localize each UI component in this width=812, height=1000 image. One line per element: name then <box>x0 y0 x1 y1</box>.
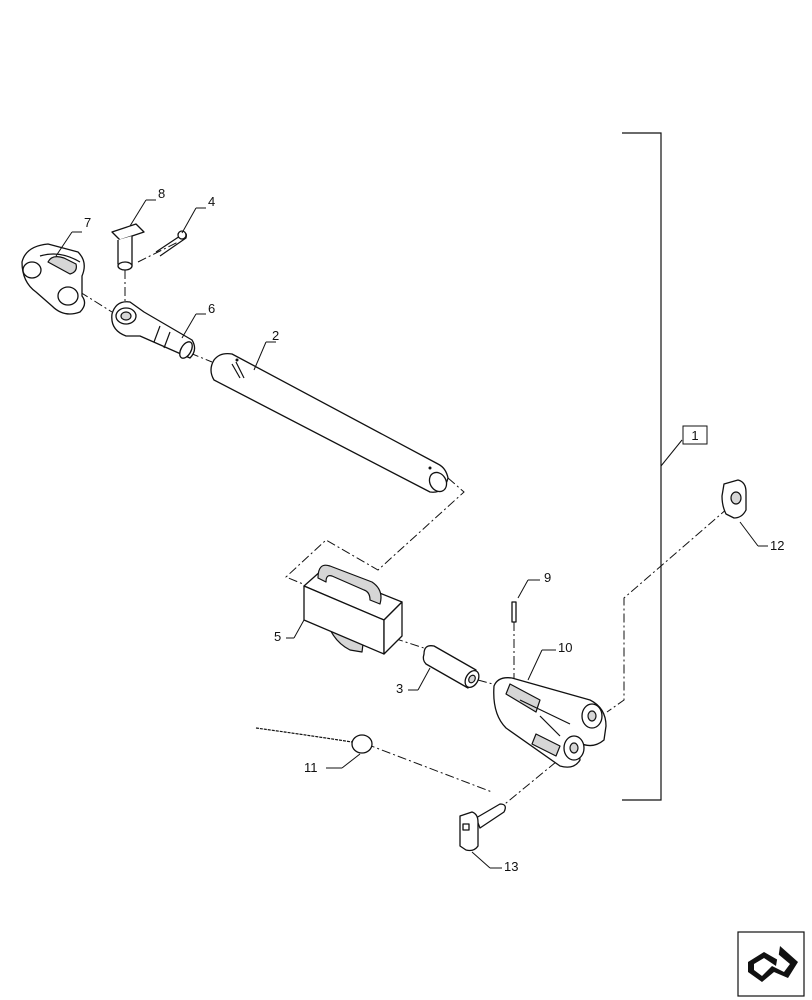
callout-labels: 7 8 4 6 2 5 3 9 10 11 12 13 <box>84 186 784 874</box>
callout-9: 9 <box>544 570 551 585</box>
part-3-sleeve <box>422 645 480 689</box>
centerlines <box>79 241 729 809</box>
part-2-tube <box>210 352 449 493</box>
callout-5: 5 <box>274 629 281 644</box>
part-4-cotter-pin <box>155 230 187 257</box>
part-13-lynch-pin <box>459 803 506 852</box>
callout-12: 12 <box>770 538 784 553</box>
callout-8: 8 <box>158 186 165 201</box>
callout-box-1 <box>682 425 708 445</box>
callout-1: 1 <box>691 428 698 443</box>
leader-lines <box>55 199 768 869</box>
next-page-arrow-icon[interactable] <box>737 931 805 997</box>
callout-2: 2 <box>272 328 279 343</box>
part-11-chain <box>255 727 373 754</box>
part-7-clevis-end <box>21 243 86 315</box>
callout-7: 7 <box>84 215 91 230</box>
callout-10: 10 <box>558 640 572 655</box>
callout-13: 13 <box>504 859 518 874</box>
part-6-threaded-end <box>111 301 196 359</box>
part-10-double-clevis <box>493 677 607 768</box>
callout-11: 11 <box>304 760 318 775</box>
part-8-pin <box>111 223 145 271</box>
callout-3: 3 <box>396 681 403 696</box>
part-5-handle-block <box>303 564 403 655</box>
callout-6: 6 <box>208 301 215 316</box>
part-9-roll-pin <box>511 601 517 623</box>
part-12-washer <box>721 479 747 519</box>
callout-4: 4 <box>208 194 215 209</box>
assembly-bracket: 1 <box>622 132 708 801</box>
